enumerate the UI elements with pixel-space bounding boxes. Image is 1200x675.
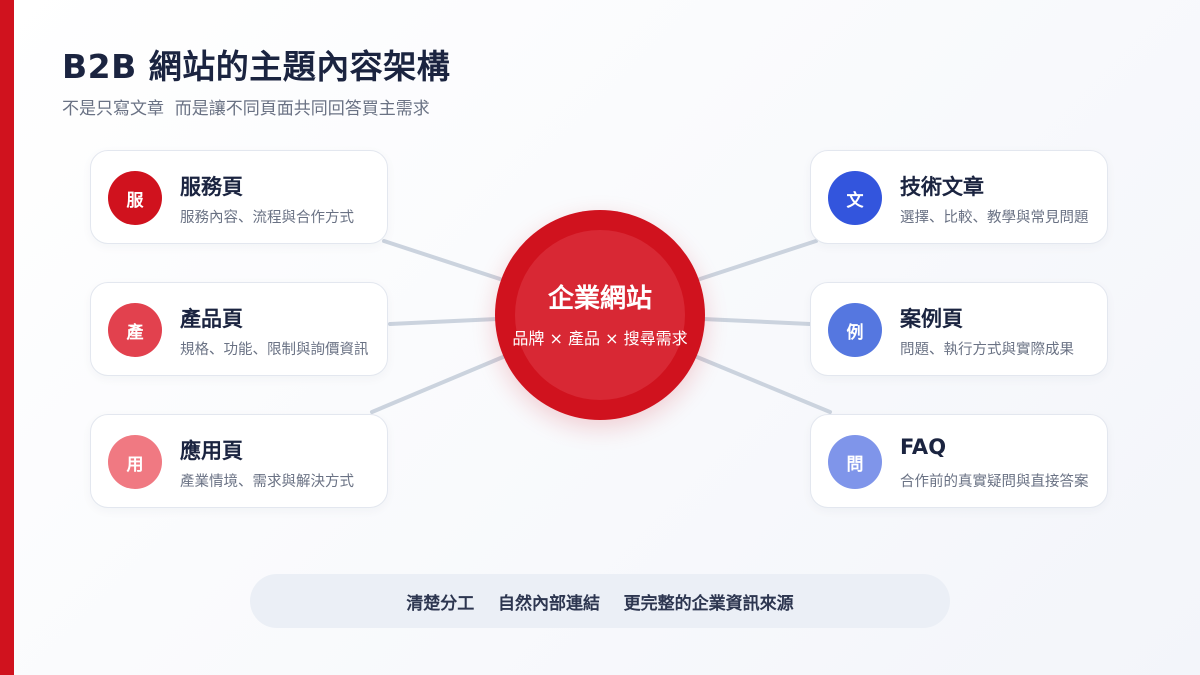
node-desc-product: 規格、功能、限制與詢價資訊: [180, 342, 369, 358]
connector-case: [701, 317, 812, 326]
badge-application: 用: [108, 435, 162, 489]
connector-service: [382, 239, 502, 281]
connector-product: [388, 317, 499, 326]
connector-faq: [695, 355, 832, 414]
node-card-article[interactable]: 文 技術文章 選擇、比較、教學與常見問題: [810, 150, 1108, 244]
badge-product: 產: [108, 303, 162, 357]
node-title-case: 案例頁: [900, 307, 963, 331]
node-desc-case: 問題、執行方式與實際成果: [900, 342, 1074, 358]
badge-service: 服: [108, 171, 162, 225]
hub-circle: 企業網站 品牌 × 產品 × 搜尋需求: [495, 210, 705, 420]
hub-subtitle: 品牌 × 產品 × 搜尋需求: [512, 329, 688, 348]
node-card-case[interactable]: 例 案例頁 問題、執行方式與實際成果: [810, 282, 1108, 376]
connector-application: [370, 355, 505, 414]
node-card-product[interactable]: 產 產品頁 規格、功能、限制與詢價資訊: [90, 282, 388, 376]
node-card-service[interactable]: 服 服務頁 服務內容、流程與合作方式: [90, 150, 388, 244]
node-card-application[interactable]: 用 應用頁 產業情境、需求與解決方式: [90, 414, 388, 508]
footer-banner: 清楚分工 自然內部連結 更完整的企業資訊來源: [250, 574, 950, 628]
footer-text: 清楚分工 自然內部連結 更完整的企業資訊來源: [406, 593, 794, 614]
node-desc-application: 產業情境、需求與解決方式: [180, 474, 354, 490]
node-desc-service: 服務內容、流程與合作方式: [180, 210, 354, 226]
node-title-product: 產品頁: [180, 307, 243, 331]
hub-inner-circle: [515, 230, 685, 400]
node-title-article: 技術文章: [900, 175, 984, 199]
badge-faq: 問: [828, 435, 882, 489]
node-title-faq: FAQ: [900, 435, 947, 459]
page-subtitle: 不是只寫文章 而是讓不同頁面共同回答買主需求: [62, 99, 430, 119]
badge-case: 例: [828, 303, 882, 357]
page-title: B2B 網站的主題內容架構: [62, 47, 451, 86]
node-desc-faq: 合作前的真實疑問與直接答案: [900, 474, 1089, 490]
badge-article: 文: [828, 171, 882, 225]
node-desc-article: 選擇、比較、教學與常見問題: [900, 210, 1089, 226]
connector-article: [698, 239, 818, 281]
node-title-service: 服務頁: [180, 175, 243, 199]
node-title-application: 應用頁: [180, 439, 243, 463]
hub-title: 企業網站: [547, 284, 652, 314]
node-card-faq[interactable]: 問 FAQ 合作前的真實疑問與直接答案: [810, 414, 1108, 508]
accent-stripe: [0, 0, 14, 675]
